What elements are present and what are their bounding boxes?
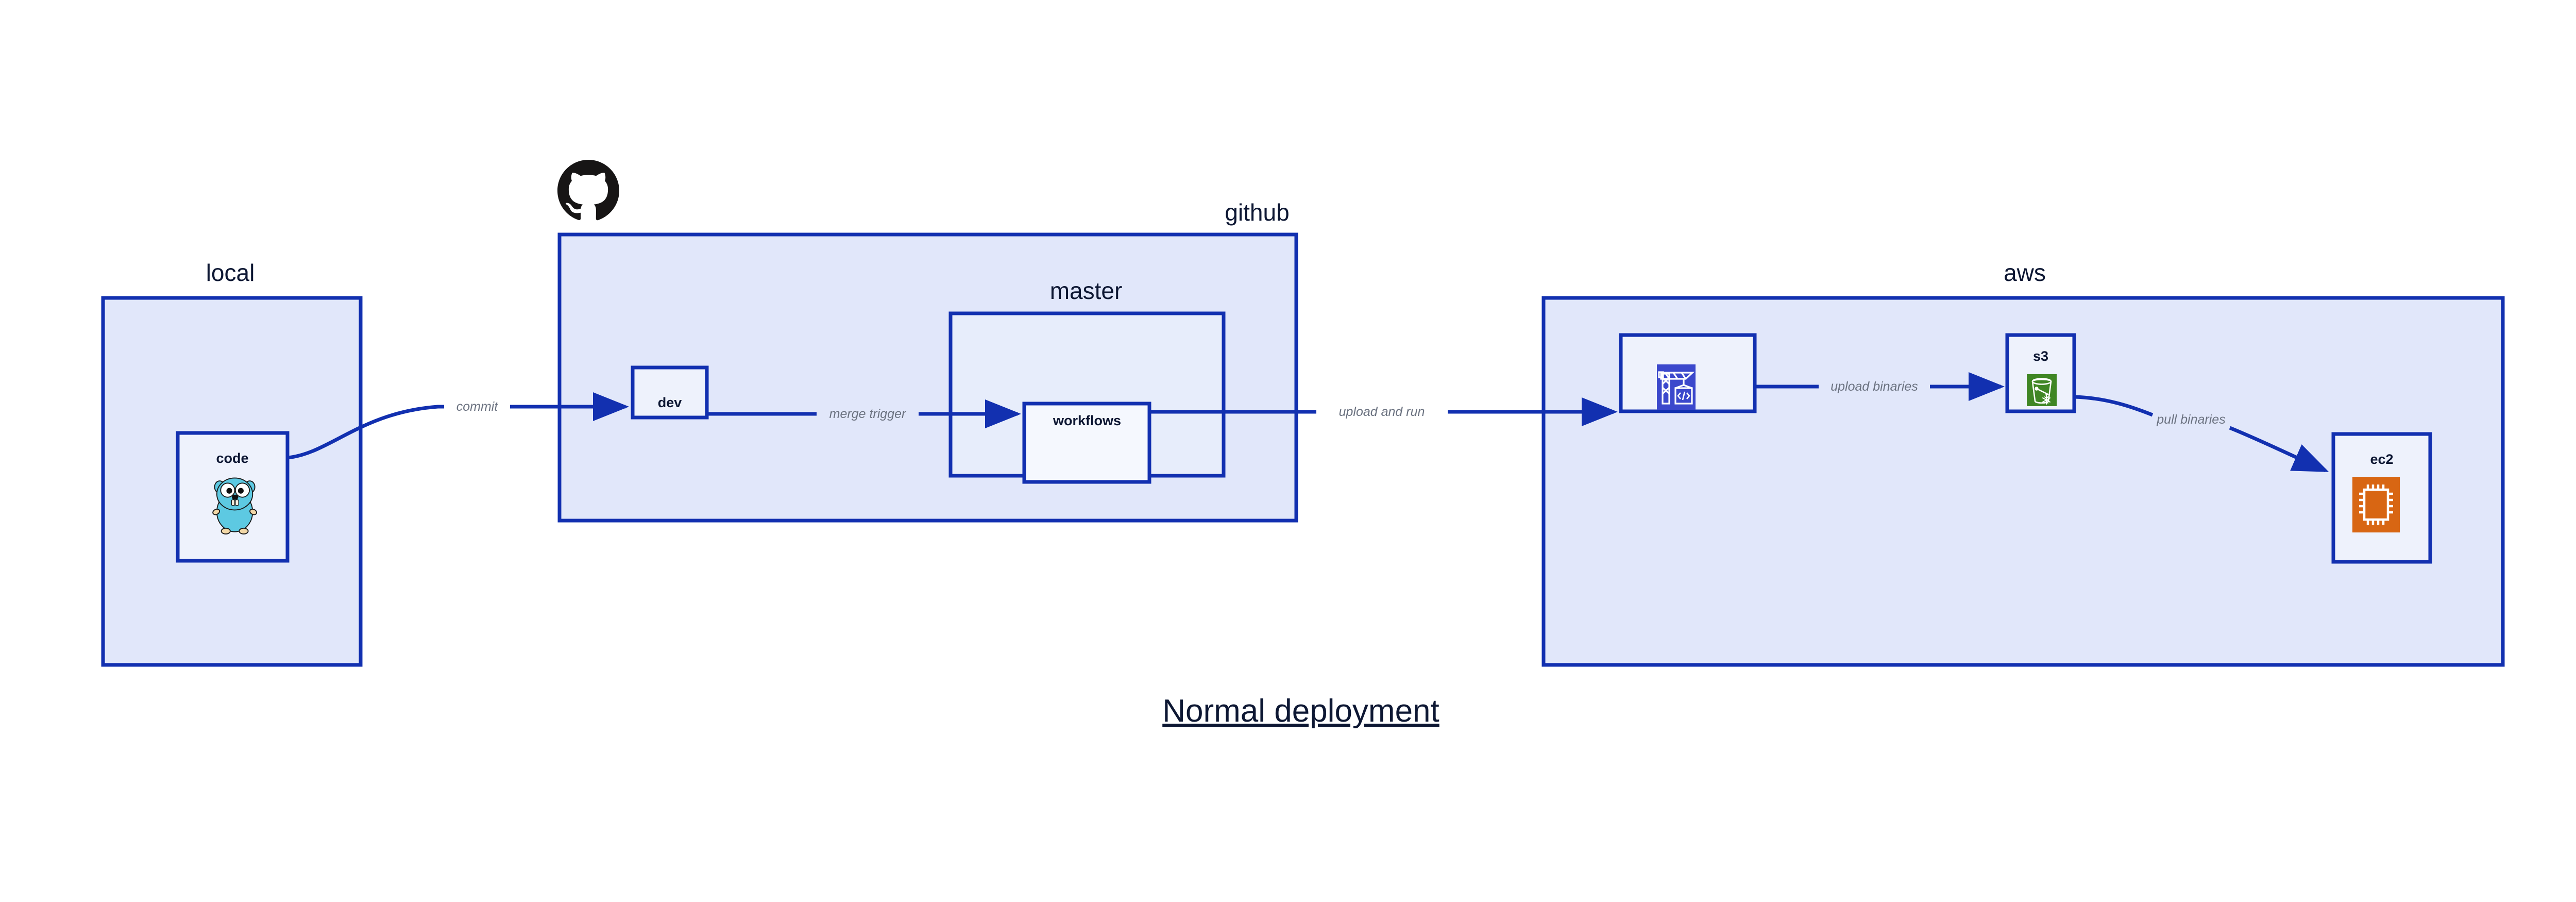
node-s3[interactable]: s3 — [2005, 333, 2076, 413]
github-octocat-icon — [557, 160, 619, 221]
subcluster-master-title: master — [1050, 277, 1123, 304]
node-ec2[interactable]: ec2 — [2331, 432, 2432, 564]
edge-pull-binaries: pull binaries — [2074, 395, 2329, 473]
cluster-local: local code — [101, 259, 363, 667]
node-ec2-label: ec2 — [2370, 452, 2393, 467]
cluster-github-title: github — [1225, 199, 1289, 226]
node-workflows-box[interactable] — [1022, 402, 1151, 484]
edge-upload-and-run-label: upload and run — [1339, 405, 1425, 419]
edge-upload-binaries-label: upload binaries — [1831, 379, 1918, 394]
aws-codebuild-icon — [1657, 364, 1696, 410]
aws-s3-glacier-bucket-icon — [2027, 374, 2057, 406]
node-builders[interactable]: builders — [1619, 333, 1757, 413]
edge-pull-binaries-curve-a — [2074, 395, 2154, 417]
aws-ec2-chip-icon — [2352, 477, 2400, 532]
node-workflows-label: workflows — [1053, 413, 1121, 428]
edge-pull-binaries-curve-b — [2229, 426, 2329, 473]
node-dev-label: dev — [658, 395, 682, 410]
node-workflows[interactable]: workflows — [1022, 402, 1151, 484]
edge-upload-and-run: upload and run — [1149, 397, 1618, 426]
edge-merge-trigger: merge trigger — [707, 399, 1021, 428]
edge-merge-trigger-label: merge trigger — [829, 407, 907, 421]
node-dev-box[interactable] — [631, 365, 709, 420]
edge-commit: commit — [287, 392, 629, 460]
cluster-aws: aws builders — [1541, 259, 2505, 667]
node-s3-label: s3 — [2033, 348, 2048, 364]
cluster-local-title: local — [206, 259, 255, 286]
subcluster-master: master workflows — [948, 277, 1226, 484]
diagram-title: Normal deployment — [1162, 693, 1439, 729]
node-code[interactable]: code — [176, 431, 290, 563]
node-code-label: code — [216, 450, 248, 466]
edge-upload-binaries: upload binaries — [1755, 372, 2005, 401]
node-dev[interactable]: dev — [631, 365, 709, 420]
aws-ec2-icon-bg — [2352, 477, 2400, 532]
go-gopher-icon — [212, 477, 258, 534]
cluster-aws-title: aws — [2004, 259, 2046, 286]
edge-commit-curve — [287, 405, 444, 460]
edge-pull-binaries-label: pull binaries — [2156, 412, 2225, 427]
cluster-github: github dev master workflows — [557, 160, 1298, 523]
edge-commit-label: commit — [456, 399, 499, 414]
